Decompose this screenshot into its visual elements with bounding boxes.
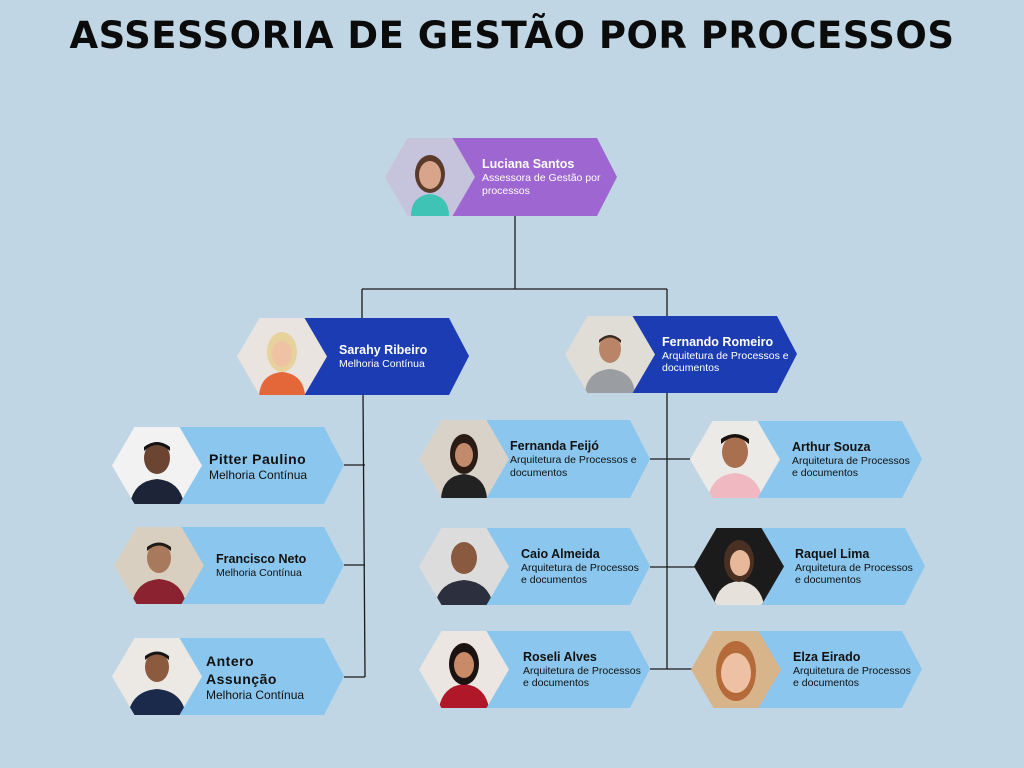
node-name: Roseli Alves [523,649,597,664]
node-role: Melhoria Contínua [206,687,305,702]
node-banner [287,318,469,395]
avatar [565,316,655,393]
node-name: Caio Almeida [521,546,600,561]
node-role: Arquitetura de Processos e documentos [510,454,637,479]
node-name: Elza Eirado [793,649,861,664]
node-role: Arquitetura de Processos e documentos [795,561,913,587]
node-banner [174,527,344,604]
node-banner [754,528,925,605]
node-banner [479,420,650,498]
node-role: Arquitetura de Processos e documentos [523,664,641,690]
node-name: Fernando Romeiro [662,334,774,349]
node-name: Fernanda Feijó [510,439,599,453]
node-role: Arquitetura de Processos e documentos [521,561,639,587]
org-node-member: Raquel Lima Arquitetura de Processos e d… [694,528,925,605]
avatar [419,420,509,498]
org-node-lead-fernando: Fernando Romeiro Arquitetura de Processo… [565,316,797,393]
org-node-head: Luciana Santos Assessora de Gestão por p… [385,138,617,216]
node-name: Sarahy Ribeiro [339,342,428,357]
page-title: ASSESSORIA DE GESTÃO POR PROCESSOS [69,14,955,57]
org-node-member: Roseli Alves Arquitetura de Processos e … [419,631,650,708]
node-banner [172,427,344,504]
avatar [385,138,475,216]
node-role: Assessora de Gestão por processos [482,172,601,197]
node-role: Melhoria Contínua [339,357,425,370]
org-node-member: Arthur Souza Arquitetura de Processos e … [690,421,922,498]
org-node-lead-sarahy: Sarahy Ribeiro Melhoria Contínua [237,318,469,395]
node-banner [479,528,650,605]
node-banner [479,631,650,708]
node-banner [172,638,344,715]
org-node-member: Fernanda Feijó Arquitetura de Processos … [419,420,650,498]
node-role: Arquitetura de Processos e documentos [792,454,910,480]
org-node-member: Elza Eirado Arquitetura de Processos e d… [691,631,922,708]
avatar [690,421,780,498]
node-name: Francisco Neto [216,551,307,566]
node-banner [750,421,922,498]
org-node-member: Pitter Paulino Melhoria Contínua [112,427,344,504]
node-banner [751,631,922,708]
node-name: Arthur Souza [792,439,871,454]
node-banner [615,316,797,393]
node-role: Arquitetura de Processos e documentos [793,664,911,690]
node-role: Melhoria Contínua [216,566,302,579]
node-name: Pitter Paulino [209,450,307,467]
node-name: Luciana Santos [482,157,575,171]
org-node-member: Caio Almeida Arquitetura de Processos e … [419,528,650,605]
avatar [237,318,327,395]
node-name: Raquel Lima [795,546,870,561]
org-node-member: Francisco Neto Melhoria Contínua [114,527,344,604]
node-role: Arquitetura de Processos e documentos [662,349,789,375]
org-node-member: Antero Assunção Melhoria Contínua [112,638,344,715]
node-role: Melhoria Contínua [209,467,308,482]
avatar [112,427,202,504]
node-name: Antero Assunção [206,652,277,687]
node-banner [420,138,617,216]
